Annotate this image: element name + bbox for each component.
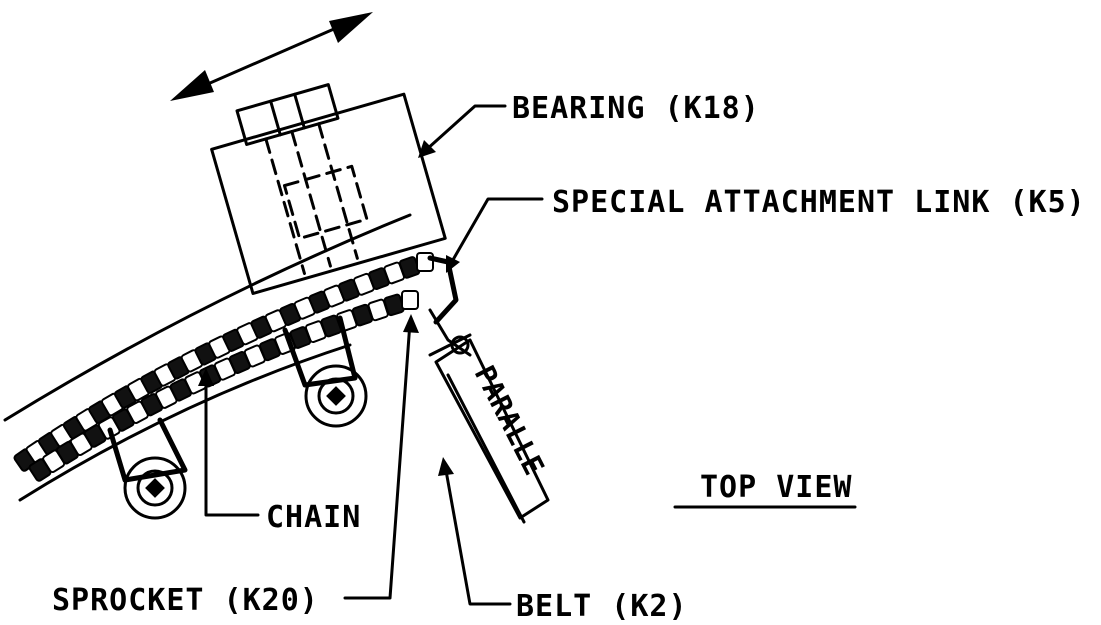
attachment-leader <box>446 197 544 273</box>
sprocket-label: SPROCKET (K20) <box>52 583 319 618</box>
bearing-block <box>210 83 447 295</box>
belt: PARALLE <box>434 338 551 524</box>
sprocket-right <box>282 315 368 428</box>
belt-label: BELT (K2) <box>516 589 688 624</box>
belt-stamp-text: PARALLE <box>468 360 551 480</box>
guide-rail-outer <box>3 213 412 422</box>
sprocket-left <box>107 417 188 520</box>
chain-leader <box>198 368 260 517</box>
attachment-label: SPECIAL ATTACHMENT LINK (K5) <box>552 185 1086 220</box>
sprocket-leader <box>343 314 419 600</box>
chain-label: CHAIN <box>266 500 361 535</box>
guide-rail-inner <box>18 343 352 502</box>
bearing-label: BEARING (K18) <box>512 91 760 126</box>
chain-link <box>401 290 419 310</box>
bearing-leader <box>418 104 507 158</box>
special-attachment-link <box>427 255 472 357</box>
view-caption: TOP VIEW <box>700 470 853 505</box>
motion-arrow <box>170 12 373 101</box>
chain <box>13 252 434 482</box>
belt-leader <box>438 457 512 606</box>
